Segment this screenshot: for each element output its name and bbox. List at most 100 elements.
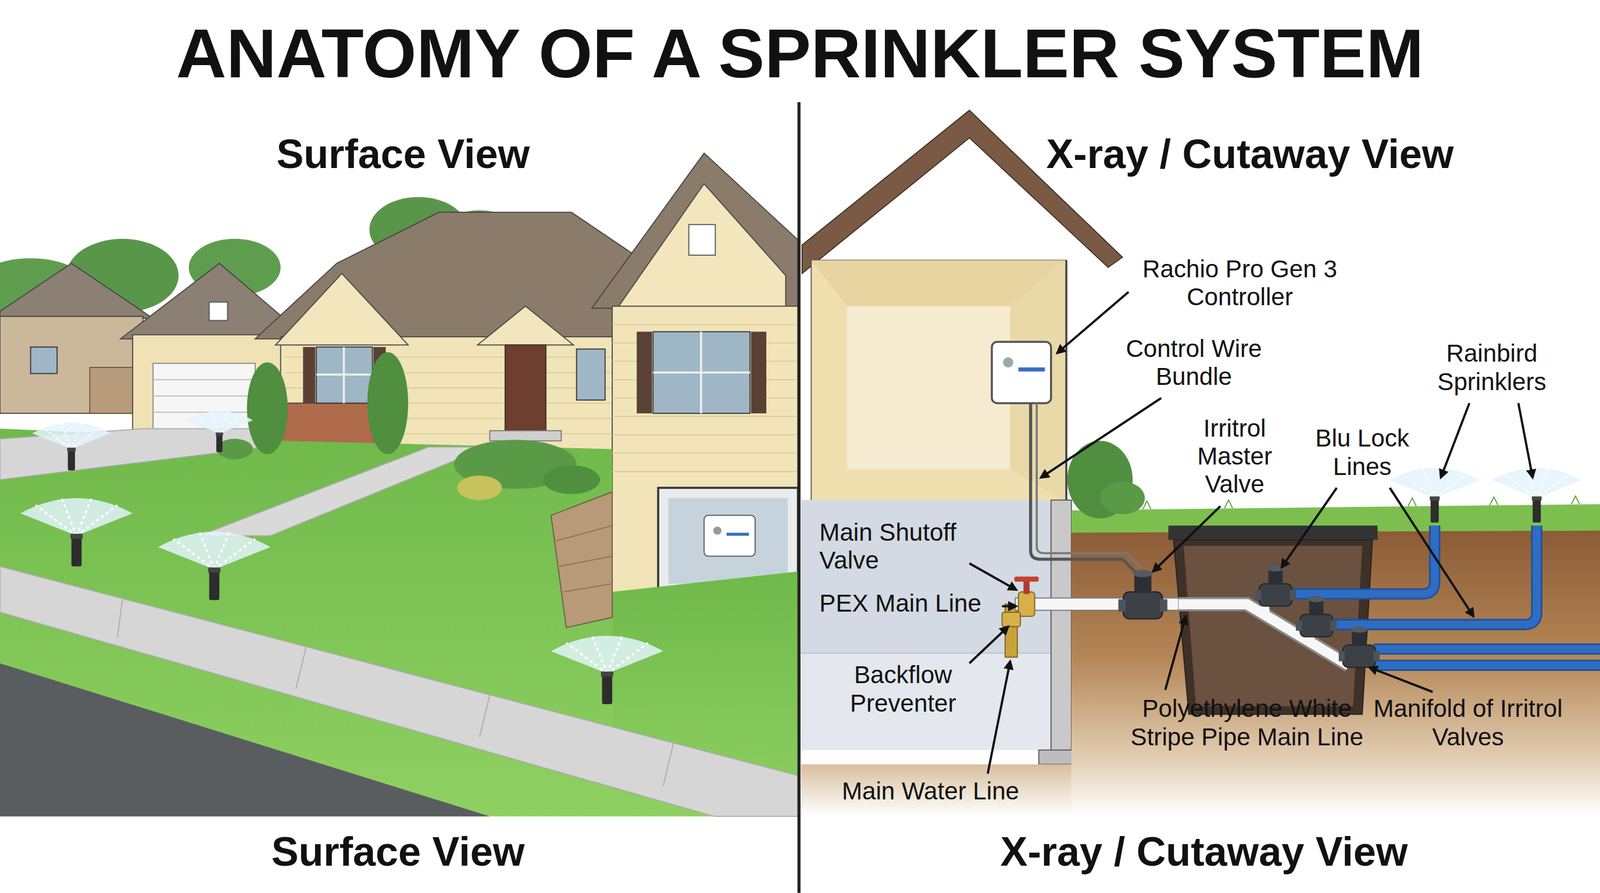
leader-lines-part <box>1369 667 1433 692</box>
callout-label: Blu Lock Lines <box>1294 424 1430 481</box>
view-heading: Surface View <box>117 130 689 178</box>
callout-label: Control Wire Bundle <box>1102 334 1285 392</box>
lawn-and-paths-part <box>0 566 798 817</box>
rainbird-sprinklers-part <box>1491 466 1582 523</box>
leader-lines-part <box>1040 398 1162 478</box>
surface-sprinklers-part <box>551 634 664 705</box>
main-house-part <box>726 532 750 536</box>
blu-lock-lines-part <box>1332 525 1537 625</box>
main-house-part <box>652 331 750 414</box>
cutaway-house-part <box>811 260 1067 503</box>
surface-sprinklers-part <box>185 410 253 453</box>
main-house-part <box>636 331 652 414</box>
blu-lock-lines-part <box>1295 595 1337 637</box>
main-house-part <box>280 336 618 452</box>
callout-label: Main Water Line <box>841 777 1087 806</box>
basement-part <box>1051 500 1072 756</box>
callout-label: PEX Main Line <box>819 589 1044 618</box>
callout-label: Polyethylene White Stripe Pipe Main Line <box>1108 694 1386 752</box>
blu-lock-lines-part <box>1332 525 1537 625</box>
main-house-part <box>489 430 562 442</box>
shrubs-part <box>456 475 502 500</box>
callout-label: Backflow Preventer <box>825 661 981 718</box>
surface-sprinklers-part <box>31 422 111 471</box>
shrubs-part <box>367 352 409 455</box>
main-house-part <box>688 224 716 256</box>
lawn-and-paths-part <box>0 663 490 817</box>
main-house-part <box>612 324 798 472</box>
lawn-and-paths-part <box>198 447 488 537</box>
cutaway-house-part <box>1018 367 1046 372</box>
blu-lock-lines-part <box>1338 626 1380 668</box>
main-house-part <box>316 347 373 404</box>
blu-lock-lines-part <box>1287 525 1435 595</box>
basement-part <box>801 500 1052 750</box>
callout-label: Rachio Pro Gen 3 Controller <box>1117 255 1363 312</box>
cutaway-house-part <box>991 341 1052 403</box>
lawn-and-paths <box>0 428 798 817</box>
callout-label: Rainbird Sprinklers <box>1414 339 1570 396</box>
leader-lines-part <box>1440 402 1470 478</box>
shrubs-part <box>543 465 600 494</box>
main-piping-part <box>1014 576 1039 582</box>
yard-soil-part <box>1071 525 1600 817</box>
callout-label: Manifold of Irritrol Valves <box>1339 694 1597 752</box>
leader-lines-part <box>969 626 1009 664</box>
surface-sprinklers-part <box>20 497 133 567</box>
neighbor-houses-part <box>152 379 256 413</box>
callout-label: Main Shutoff Valve <box>819 518 991 575</box>
diagram-title: ANATOMY OF A SPRINKLER SYSTEM <box>24 18 1576 88</box>
main-house-part <box>704 515 756 556</box>
cutaway-house-part <box>1065 260 1068 503</box>
shrubs-part <box>247 362 288 455</box>
main-house-part <box>713 526 722 535</box>
lawn-and-paths-part <box>551 491 613 628</box>
surface-sprinklers-part <box>158 530 271 600</box>
yard-soil <box>1067 440 1600 817</box>
surface-sprinklers <box>20 410 664 705</box>
main-house-part <box>668 498 788 584</box>
leader-lines-part <box>1002 605 1017 608</box>
blu-lock-lines-part <box>1373 648 1600 666</box>
main-house-part <box>505 344 546 432</box>
main-house-part <box>275 273 409 346</box>
main-house-part <box>751 331 767 414</box>
leader-lines-part <box>987 661 1011 774</box>
main-house-part <box>652 331 750 414</box>
main-house-part <box>316 347 373 404</box>
leader-lines-part <box>1152 506 1221 572</box>
view-heading: Surface View <box>112 828 684 876</box>
main-piping-part <box>1018 591 1035 617</box>
cutaway-house-part <box>1002 356 1014 368</box>
neighbor-houses-part <box>30 347 58 374</box>
blu-lock-lines-part <box>1255 565 1296 606</box>
main-house-part <box>302 347 316 404</box>
callout-label: Irritrol Master Valve <box>1177 414 1292 499</box>
rainbird-sprinklers <box>1389 466 1582 523</box>
view-divider <box>797 102 801 893</box>
control-wire <box>1030 402 1142 572</box>
blu-lock-lines-part <box>1287 525 1435 595</box>
leader-lines-part <box>1389 487 1474 617</box>
basement <box>801 500 1088 817</box>
main-house-part <box>612 306 798 613</box>
main-piping-part <box>1023 579 1030 595</box>
cutaway-house-part <box>847 306 1011 470</box>
leader-lines-part <box>1056 291 1129 353</box>
yard-soil-part <box>1100 481 1145 515</box>
neighbor-houses-part <box>0 316 144 414</box>
main-house-part <box>477 306 574 346</box>
leader-lines-part <box>1165 616 1186 690</box>
leader-lines-part <box>969 563 1017 591</box>
shrubs <box>216 352 600 500</box>
main-house-part <box>576 348 606 400</box>
basement-part <box>801 652 1052 750</box>
control-wire-part <box>1036 402 1141 568</box>
main-house-part <box>617 183 787 309</box>
control-wire-part <box>1030 402 1135 572</box>
leader-lines-part <box>1518 402 1534 478</box>
main-piping-part <box>1002 612 1021 627</box>
view-heading: X-ray / Cutaway View <box>897 828 1510 876</box>
main-house-part <box>591 152 799 309</box>
